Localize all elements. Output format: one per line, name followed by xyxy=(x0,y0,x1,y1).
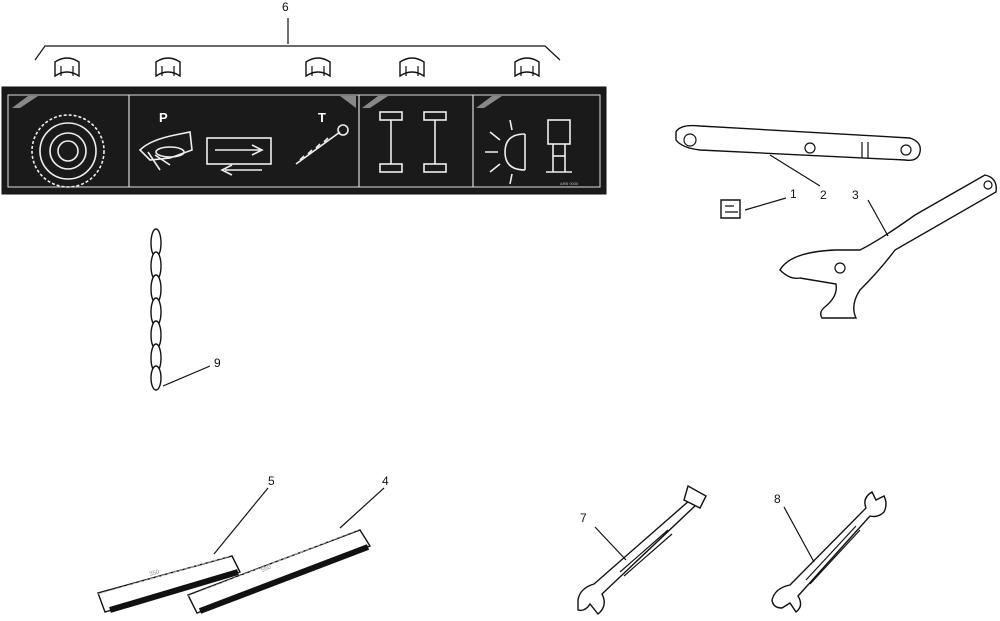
retaining-clip xyxy=(720,199,741,219)
instruction-panel: P T xyxy=(1,86,607,195)
leader-1 xyxy=(744,197,787,211)
tire-icon xyxy=(31,114,105,188)
callout-2: 2 xyxy=(820,188,827,202)
panel-code: ARB 0000 xyxy=(560,181,579,186)
leader-5 xyxy=(213,487,269,555)
tow-chain xyxy=(150,228,211,391)
callout-6: 6 xyxy=(282,0,289,14)
callout-8: 8 xyxy=(774,492,781,506)
tool-chain-icon xyxy=(295,124,349,165)
clip-4 xyxy=(399,57,425,78)
clip-5 xyxy=(514,57,540,78)
callout-3: 3 xyxy=(852,188,859,202)
leader-3 xyxy=(867,199,889,237)
clip-2 xyxy=(155,57,181,78)
tape-short: 350 xyxy=(97,555,241,613)
callout-5: 5 xyxy=(268,474,275,488)
leader-2 xyxy=(769,154,821,187)
panel-letter-t: T xyxy=(318,110,326,125)
axle-icon xyxy=(379,111,447,173)
panel-letter-p: P xyxy=(159,110,168,125)
combination-wrench xyxy=(577,484,707,615)
clip-parts xyxy=(54,57,540,78)
clip-group-bracket xyxy=(34,18,561,61)
sliding-arrows-icon xyxy=(206,137,272,176)
leader-8 xyxy=(783,506,815,563)
callout-1: 1 xyxy=(790,187,797,201)
tape-long: 550 xyxy=(187,529,372,614)
jack-stand-icon xyxy=(546,119,572,173)
callout-4: 4 xyxy=(382,474,389,488)
hook-spanner xyxy=(779,174,997,319)
hand-grip-icon xyxy=(138,131,193,171)
lamp-icon xyxy=(485,119,526,185)
callout-9: 9 xyxy=(214,356,221,370)
open-end-wrench xyxy=(771,491,887,614)
callout-7: 7 xyxy=(580,511,587,525)
leader-7 xyxy=(594,526,627,561)
leader-4 xyxy=(339,487,385,529)
tape-dim-long: 550 xyxy=(261,564,273,574)
pin-spanner xyxy=(675,124,921,162)
clip-1 xyxy=(54,57,80,78)
clip-3 xyxy=(305,57,331,78)
tape-dim-short: 350 xyxy=(149,569,161,578)
